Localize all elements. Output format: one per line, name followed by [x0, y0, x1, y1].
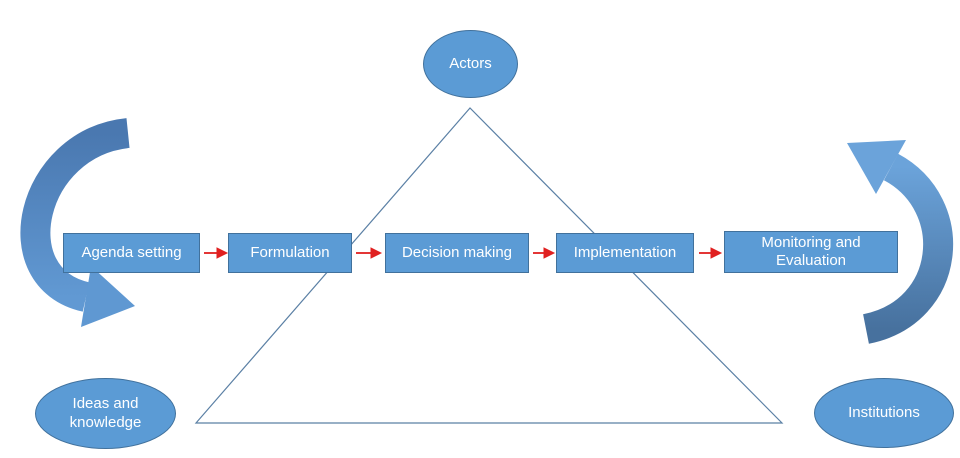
flow-arrow-icon [533, 247, 556, 259]
cycle-arrow-left-icon [20, 118, 135, 327]
stage-label: Monitoring and Evaluation [761, 233, 861, 269]
node-actors: Actors [423, 30, 518, 98]
stage-implementation: Implementation [556, 233, 694, 273]
stage-formulation: Formulation [228, 233, 352, 273]
stage-agenda-setting: Agenda setting [63, 233, 200, 273]
flow-arrows [204, 247, 723, 259]
flow-arrow-icon [356, 247, 383, 259]
cycle-arrow-right-icon [847, 140, 953, 344]
node-actors-label: Actors [449, 54, 492, 72]
stage-label: Formulation [250, 243, 330, 261]
stage-label: Implementation [573, 243, 677, 261]
stage-decision-making: Decision making [385, 233, 529, 273]
stage-label: Agenda setting [81, 243, 182, 261]
node-ideas-and-knowledge-label: Ideas and knowledge [69, 395, 142, 431]
flow-arrow-icon [204, 247, 229, 259]
stage-label: Decision making [401, 243, 513, 261]
flow-arrow-icon [699, 247, 723, 259]
node-institutions: Institutions [814, 378, 954, 448]
stage-monitoring-and-evaluation: Monitoring and Evaluation [724, 231, 898, 273]
node-institutions-label: Institutions [848, 403, 920, 421]
node-ideas-and-knowledge: Ideas and knowledge [35, 378, 176, 449]
